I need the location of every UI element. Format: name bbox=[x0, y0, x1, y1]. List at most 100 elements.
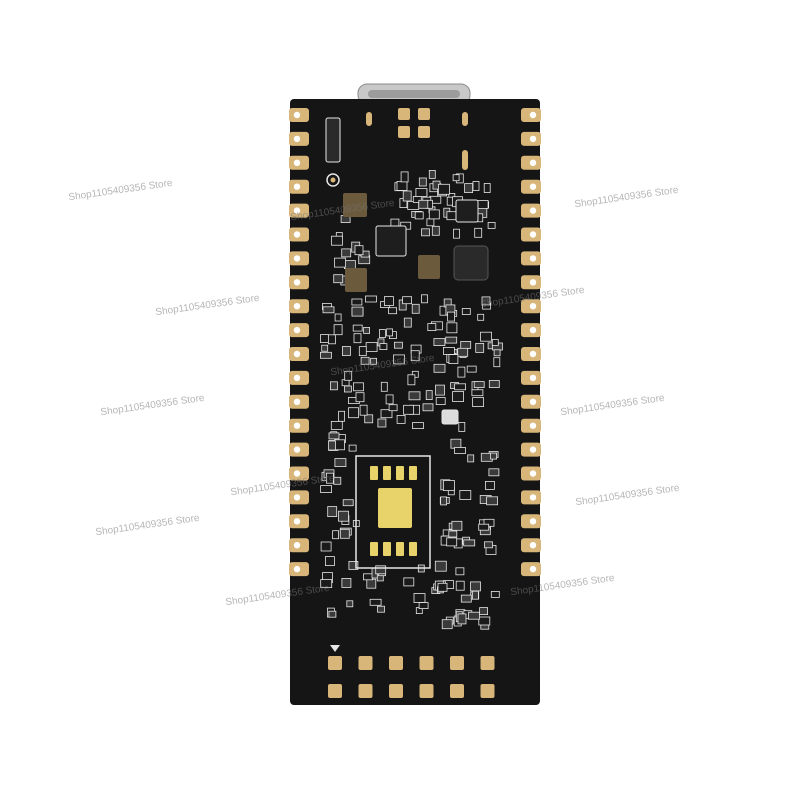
smd-part bbox=[396, 180, 408, 191]
smd-part bbox=[339, 528, 350, 539]
smd-part bbox=[355, 392, 365, 403]
smd-part bbox=[460, 594, 472, 603]
usb-mount-slot bbox=[366, 112, 372, 126]
smd-part bbox=[455, 567, 465, 576]
smd-part bbox=[377, 418, 387, 428]
smd-part bbox=[332, 530, 340, 540]
smd-part bbox=[331, 235, 343, 246]
smd-part bbox=[411, 303, 420, 314]
edge-pad-hole bbox=[529, 255, 537, 262]
edge-pad-hole bbox=[293, 231, 301, 238]
smd-part bbox=[463, 539, 476, 547]
edge-pad-hole bbox=[529, 446, 537, 453]
capacitor-brown bbox=[418, 255, 440, 279]
smd-part bbox=[476, 200, 489, 209]
smd-part bbox=[328, 610, 337, 618]
edge-pad-hole bbox=[529, 183, 537, 190]
smd-part bbox=[427, 323, 437, 332]
smd-part bbox=[447, 311, 456, 322]
smd-part bbox=[320, 541, 332, 552]
bottom-pad bbox=[419, 656, 434, 670]
smd-part bbox=[490, 452, 498, 460]
edge-pad-hole bbox=[293, 374, 301, 382]
smd-part bbox=[383, 296, 394, 307]
smd-part bbox=[379, 343, 388, 351]
smd-part bbox=[354, 245, 364, 256]
smd-part bbox=[346, 600, 354, 608]
smd-part bbox=[342, 499, 354, 507]
flash-pin bbox=[409, 542, 417, 556]
edge-pad-hole bbox=[529, 494, 537, 501]
edge-pad-hole bbox=[293, 565, 301, 573]
smd-part bbox=[322, 306, 335, 314]
edge-pad-hole bbox=[529, 326, 537, 334]
smd-part bbox=[403, 317, 412, 328]
flash-chip-pins bbox=[370, 466, 417, 556]
pin1-marker bbox=[330, 645, 340, 652]
flash-pin bbox=[370, 542, 378, 556]
smd-part bbox=[370, 357, 378, 365]
smd-part bbox=[457, 347, 469, 357]
smd-part bbox=[402, 190, 412, 202]
smd-part bbox=[457, 613, 467, 625]
smd-part bbox=[341, 578, 352, 588]
smd-part bbox=[480, 331, 492, 342]
edge-pad-hole bbox=[293, 542, 301, 549]
diode bbox=[325, 117, 341, 163]
smd-part bbox=[448, 530, 458, 538]
smd-part bbox=[478, 616, 491, 626]
smd-part bbox=[385, 394, 394, 405]
smd-part bbox=[422, 403, 434, 412]
smd-part bbox=[433, 363, 446, 373]
smd-part bbox=[363, 573, 373, 581]
smd-part bbox=[320, 579, 333, 588]
smd-part bbox=[400, 171, 409, 183]
smd-part bbox=[455, 580, 465, 591]
flash-pin bbox=[409, 466, 417, 480]
edge-pad-hole bbox=[529, 159, 537, 166]
flash-chip-outline bbox=[355, 455, 431, 569]
smd-part bbox=[414, 211, 424, 220]
flash-pin bbox=[396, 466, 404, 480]
smd-part bbox=[353, 333, 362, 344]
usb-mount-slot bbox=[462, 112, 468, 126]
bottom-pad-grid bbox=[328, 656, 495, 698]
smd-part bbox=[433, 338, 446, 347]
smd-part bbox=[488, 380, 500, 388]
smd-part bbox=[418, 602, 429, 609]
smd-part bbox=[466, 365, 477, 373]
smd-part bbox=[477, 313, 485, 321]
smd-part bbox=[334, 439, 345, 451]
smd-part bbox=[364, 414, 374, 424]
smd-part bbox=[446, 537, 458, 547]
smd-part bbox=[437, 183, 450, 195]
smd-part bbox=[458, 421, 466, 432]
castellated-pads-right bbox=[521, 108, 541, 577]
smd-part bbox=[393, 354, 405, 365]
smd-part bbox=[363, 326, 371, 334]
edge-pad-hole bbox=[529, 207, 537, 214]
smd-part bbox=[329, 381, 338, 391]
test-point bbox=[330, 177, 336, 183]
smd-part bbox=[418, 199, 429, 209]
smd-part bbox=[319, 351, 332, 359]
smd-part bbox=[445, 336, 458, 344]
smd-part bbox=[442, 480, 455, 491]
smd-part bbox=[473, 381, 485, 389]
smd-part bbox=[377, 605, 385, 613]
edge-pad-hole bbox=[293, 398, 301, 405]
inductor bbox=[453, 245, 489, 281]
test-point bbox=[326, 173, 340, 187]
smd-part bbox=[478, 523, 490, 531]
smd-part bbox=[451, 520, 463, 531]
smd-part bbox=[490, 591, 500, 598]
smd-part bbox=[431, 225, 440, 236]
usb-pad bbox=[398, 126, 410, 138]
smd-part bbox=[483, 183, 491, 193]
capacitor-brown bbox=[345, 268, 367, 292]
usb-mount-slot bbox=[462, 150, 468, 170]
smd-part bbox=[403, 577, 415, 587]
usb-pad bbox=[418, 108, 430, 120]
